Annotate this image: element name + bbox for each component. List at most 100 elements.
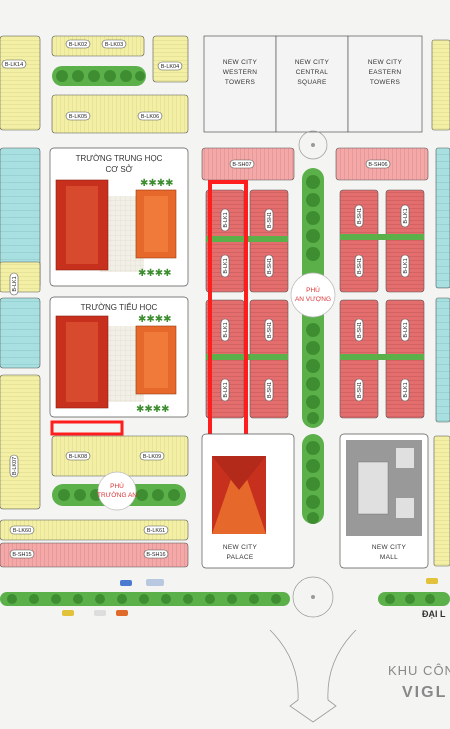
- road-label: ĐẠI L: [422, 609, 446, 619]
- lot-label-lk09: B-LK09: [139, 451, 165, 461]
- svg-text:B-LK61: B-LK61: [147, 528, 165, 534]
- western-towers-line2: WESTERN: [223, 69, 258, 76]
- svg-text:B-LK1: B-LK1: [403, 322, 409, 337]
- block-blue-left-bottom: [0, 297, 41, 369]
- roundabout-top: [298, 130, 328, 160]
- lot-label-lk08: B-LK08: [65, 451, 91, 461]
- svg-text:B-LK1: B-LK1: [223, 258, 229, 273]
- block-lk14: [0, 35, 41, 131]
- car-icon: [426, 578, 438, 584]
- svg-text:B-LK08: B-LK08: [69, 454, 87, 460]
- palace-line1: NEW CITY: [223, 544, 258, 551]
- lot-label-lk60: B-LK60: [9, 525, 35, 535]
- lot-label-lk04: B-LK04: [157, 61, 183, 71]
- svg-text:B-SH15: B-SH15: [12, 552, 31, 558]
- lot-label-sh06: B-SH06: [365, 159, 391, 169]
- svg-text:B-SH07: B-SH07: [232, 162, 251, 168]
- svg-text:B-LK06: B-LK06: [141, 114, 159, 120]
- mall-line2: MALL: [380, 554, 398, 561]
- roundabout-bottom: [292, 576, 334, 618]
- lot-label-lk14: B-LK14: [1, 59, 27, 69]
- block-blue-right-mid: [435, 297, 450, 423]
- lot-label-sh07: B-SH07: [229, 159, 255, 169]
- lot-label-lk-c: B-LK1: [220, 318, 230, 342]
- block-yellow-right-bottom: [433, 435, 450, 567]
- svg-text:B-LK1: B-LK1: [12, 276, 18, 291]
- highlight-box-small: [50, 420, 124, 436]
- central-square-line1: NEW CITY: [295, 59, 330, 66]
- middle-school-label-line1: TRƯỜNG TRUNG HỌC: [76, 154, 163, 163]
- svg-text:B-SH1: B-SH1: [267, 382, 273, 398]
- primary-school-label: TRƯỜNG TIỂU HỌC: [81, 303, 158, 312]
- svg-text:B-LK03: B-LK03: [105, 42, 123, 48]
- ward-marker-truong-an: [97, 471, 137, 511]
- eastern-towers-line2: EASTERN: [369, 69, 402, 76]
- lot-label-sh-d: B-SH1: [264, 378, 274, 402]
- lot-label-lk07: B-LK07: [9, 454, 19, 478]
- ward-marker-an-vuong: [290, 272, 336, 318]
- svg-text:✱✱✱✱: ✱✱✱✱: [136, 404, 170, 415]
- svg-text:B-LK04: B-LK04: [161, 64, 179, 70]
- svg-text:B-LK1: B-LK1: [403, 382, 409, 397]
- block-lk60-lk61: [0, 519, 189, 541]
- eastern-towers-line1: NEW CITY: [368, 59, 403, 66]
- lot-label-sh-h: B-SH1: [354, 378, 364, 402]
- lot-label-sh-a: B-SH1: [264, 208, 274, 232]
- block-lk07: [0, 374, 41, 510]
- svg-text:✱✱✱✱: ✱✱✱✱: [138, 268, 172, 279]
- svg-text:B-LK09: B-LK09: [143, 454, 161, 460]
- ward-truong-an-line2: TRƯỜNG AN: [97, 490, 137, 499]
- middle-school-label-line2: CƠ SỞ: [105, 165, 132, 174]
- central-right-townhouse-blocks: [339, 189, 425, 419]
- primary-school-site: ✱✱✱✱ ✱✱✱✱: [49, 296, 189, 418]
- svg-text:B-LK07: B-LK07: [12, 457, 18, 475]
- svg-text:B-LK1: B-LK1: [403, 208, 409, 223]
- towers-row: [203, 35, 423, 133]
- car-icon: [94, 610, 106, 616]
- svg-text:B-SH1: B-SH1: [357, 322, 363, 338]
- svg-text:B-LK1: B-LK1: [403, 258, 409, 273]
- lot-label-lk05: B-LK05: [65, 111, 91, 121]
- car-icon: [116, 610, 128, 616]
- lot-label-lk-d: B-LK1: [220, 378, 230, 402]
- ward-truong-an-line1: PHÚ: [110, 481, 124, 490]
- central-square-line2: CENTRAL: [296, 69, 329, 76]
- lot-label-sh15: B-SH15: [9, 549, 35, 559]
- lot-label-lk-e1: B-LK1: [400, 204, 410, 228]
- lot-label-lk-e3: B-LK1: [400, 318, 410, 342]
- svg-text:B-LK1: B-LK1: [223, 212, 229, 227]
- zone-label: KHU CÔN: [388, 663, 450, 678]
- lot-label-sh-g: B-SH1: [354, 318, 364, 342]
- svg-text:B-SH1: B-SH1: [357, 382, 363, 398]
- middle-school-site: ✱✱✱✱ ✱✱✱✱: [49, 147, 189, 287]
- new-city-mall: [339, 433, 429, 569]
- lot-label-lk61: B-LK61: [143, 525, 169, 535]
- lot-label-sh-c: B-SH1: [264, 318, 274, 342]
- svg-text:B-SH06: B-SH06: [368, 162, 387, 168]
- lot-label-lk-w: B-LK1: [9, 272, 19, 296]
- block-yellow-left-mid: [0, 261, 41, 293]
- svg-text:B-SH16: B-SH16: [146, 552, 165, 558]
- svg-text:B-LK02: B-LK02: [69, 42, 87, 48]
- svg-text:B-SH1: B-SH1: [357, 208, 363, 224]
- lot-label-lk03: B-LK03: [101, 39, 127, 49]
- block-blue-right-top: [435, 147, 450, 289]
- lot-label-sh16: B-SH16: [143, 549, 169, 559]
- western-towers-line1: NEW CITY: [223, 59, 258, 66]
- lot-label-lk-e2: B-LK1: [400, 254, 410, 278]
- lot-label-lk02: B-LK02: [65, 39, 91, 49]
- car-icon: [62, 610, 74, 616]
- svg-text:B-SH1: B-SH1: [267, 258, 273, 274]
- brand-label: VIGL: [402, 684, 447, 701]
- ward-an-vuong-line2: AN VƯỢNG: [295, 296, 331, 303]
- svg-text:B-LK1: B-LK1: [223, 322, 229, 337]
- svg-text:B-LK1: B-LK1: [223, 382, 229, 397]
- lot-label-lk-a: B-LK1: [220, 208, 230, 232]
- western-towers-line3: TOWERS: [225, 79, 256, 86]
- lot-label-sh-f: B-SH1: [354, 254, 364, 278]
- lot-label-sh-e: B-SH1: [354, 204, 364, 228]
- car-icon: [120, 580, 132, 586]
- lot-label-sh-b: B-SH1: [264, 254, 274, 278]
- mall-line1: NEW CITY: [372, 544, 407, 551]
